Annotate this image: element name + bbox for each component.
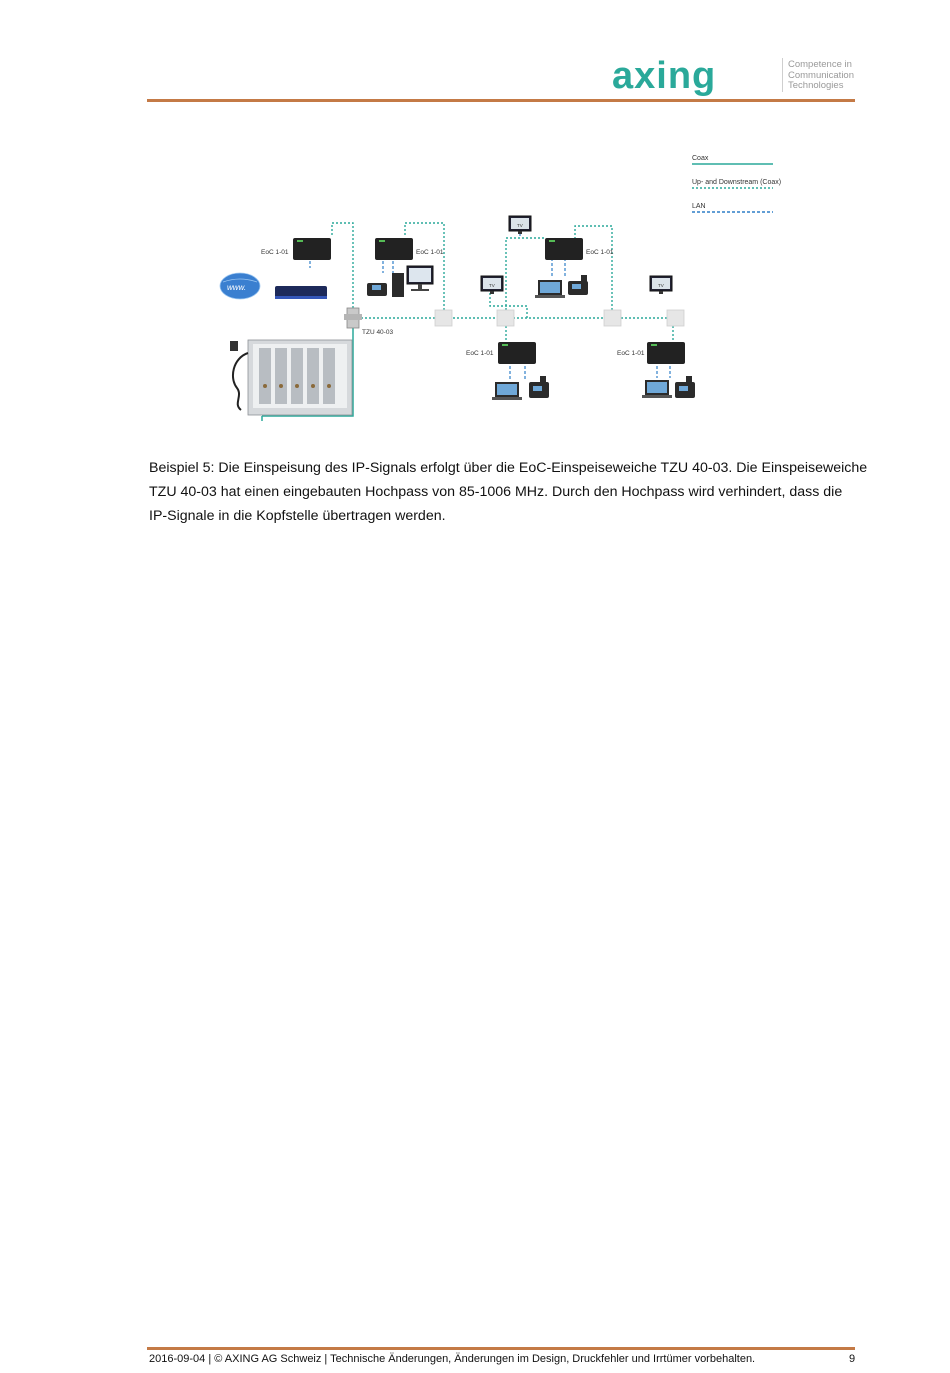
wall-outlet: [603, 309, 622, 327]
page-number: 9: [849, 1353, 856, 1365]
wall-outlet: [434, 309, 453, 327]
logo-tagline: Competence in Communication Technologies: [788, 59, 854, 92]
diagram-legend: Coax Up- and Downstream (Coax) LAN: [692, 155, 781, 213]
eoc-label-3: EoC 1-01: [586, 249, 614, 256]
logo-separator: [782, 58, 783, 92]
updown-line: [331, 222, 354, 308]
eoc-label-4: EoC 1-01: [466, 350, 494, 357]
coax-lines: [261, 328, 354, 421]
desktop-pc-icon: [392, 265, 434, 297]
legend-updown-label: Up- and Downstream (Coax): [692, 179, 781, 186]
legend-lan-label: LAN: [692, 203, 706, 210]
tagline-line-2: Communication: [788, 69, 854, 81]
rack-modules: [259, 348, 335, 404]
caption-line-1: Beispiel 5: Die Einspeisung des IP-Signa…: [149, 460, 868, 476]
rack-module: [275, 348, 287, 404]
power-plug: [230, 341, 238, 351]
legend-coax-label: Coax: [692, 155, 709, 162]
caption-paragraph: Beispiel 5: Die Einspeisung des IP-Signa…: [149, 456, 868, 528]
eoc-label-2: EoC 1-01: [416, 249, 444, 256]
rack-module: [307, 348, 319, 404]
caption-line-2: TZU 40-03 hat einen eingebauten Hochpass…: [149, 484, 843, 500]
wall-outlet: [496, 309, 515, 327]
axing-wordmark: axing: [612, 56, 716, 96]
eoc-device: [647, 342, 685, 364]
header-rule: [147, 99, 855, 102]
connector: [327, 384, 331, 388]
updown-line: [404, 222, 445, 318]
wall-outlets: [434, 309, 685, 327]
tv-label-3: TV: [658, 283, 664, 288]
tzu-splitter: [344, 307, 362, 329]
eoc-device: [293, 238, 331, 260]
network-diagram: Coax Up- and Downstream (Coax) LAN: [219, 155, 781, 421]
tv-icon: [649, 275, 673, 294]
ip-phone-icon: [529, 376, 549, 398]
updown-line: [489, 293, 528, 318]
eoc-device: [498, 342, 536, 364]
coax-line: [262, 328, 354, 417]
tagline-line-1: Competence in: [788, 59, 852, 70]
tv-label-1: TV: [517, 223, 523, 228]
updown-line: [505, 237, 545, 318]
router-device: [275, 286, 327, 299]
tagline-line-3: Technologies: [788, 80, 844, 91]
eoc-device: [545, 238, 583, 260]
rack-module: [259, 348, 271, 404]
eoc-device: [375, 238, 413, 260]
internet-globe-icon: [219, 272, 261, 300]
eoc-label-1: EoC 1-01: [261, 249, 289, 256]
connector: [295, 384, 299, 388]
axing-logo: axing Competence in Communication Techno…: [612, 56, 862, 98]
caption-line-3: IP-Signale in die Kopfstelle übertragen …: [149, 508, 446, 524]
connector: [311, 384, 315, 388]
tv-label-2: TV: [489, 283, 495, 288]
tv-icon: [508, 215, 532, 234]
updown-line: [574, 225, 613, 318]
footer-rule: [147, 1347, 855, 1350]
splitter-label: TZU 40-03: [362, 329, 393, 336]
logo-text: axing: [612, 56, 716, 96]
tv-icon: [480, 275, 504, 294]
laptop-icon: [535, 280, 565, 298]
rack-connectors: [263, 384, 331, 388]
wall-outlet: [666, 309, 685, 327]
rack-module: [323, 348, 335, 404]
laptop-icon: [492, 382, 522, 400]
connector: [263, 384, 267, 388]
ip-phone-icon: [367, 283, 387, 296]
eoc-label-5: EoC 1-01: [617, 350, 645, 357]
ip-phone-icon: [675, 376, 695, 398]
rack-module: [291, 348, 303, 404]
laptop-icon: [642, 380, 672, 398]
power-cable: [232, 352, 249, 411]
ip-phone-icon: [568, 275, 588, 295]
footer-text: 2016-09-04 | © AXING AG Schweiz | Techni…: [149, 1353, 756, 1365]
headend-rack: [230, 339, 353, 416]
globe-label: www.: [227, 283, 246, 292]
connector: [279, 384, 283, 388]
